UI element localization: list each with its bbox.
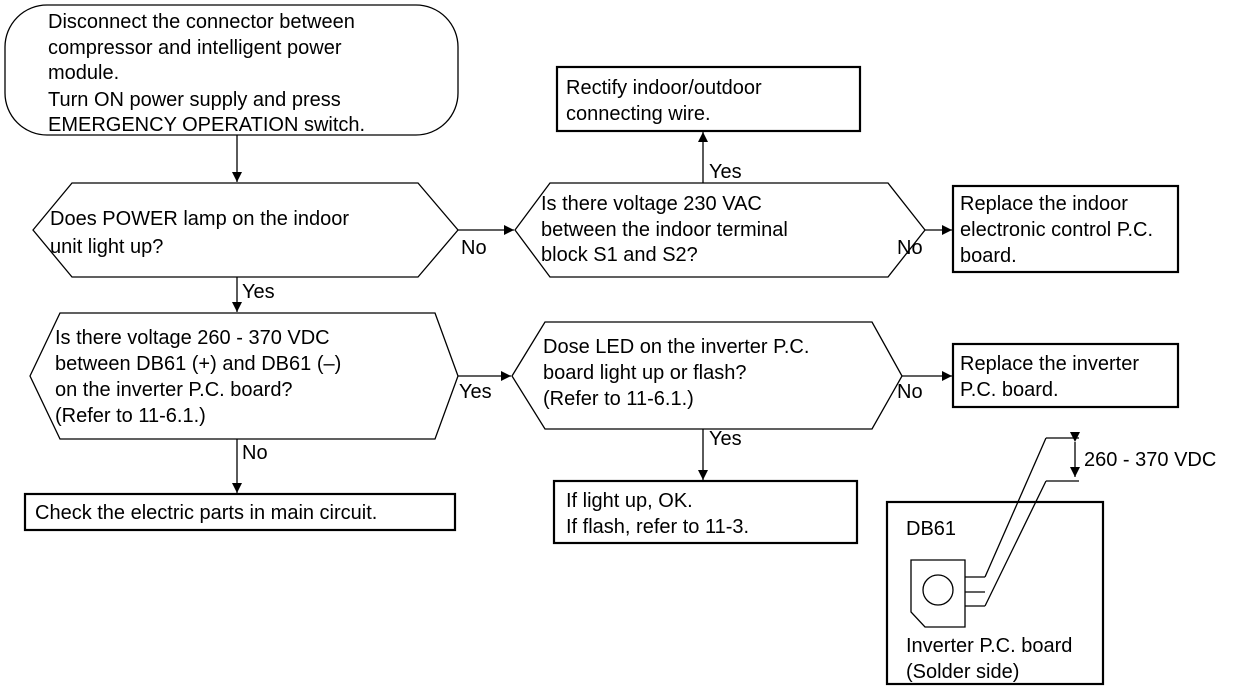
edge-label-yes-1: Yes xyxy=(709,161,742,183)
probe-lead-minus xyxy=(984,480,1047,607)
db61-hole xyxy=(922,574,954,606)
edge-label-yes-3: Yes xyxy=(459,381,492,403)
edge-label-no-3: No xyxy=(897,381,923,403)
action-replace-indoor-pcb: Replace the indoor electronic control P.… xyxy=(951,184,1180,274)
start-line-3: module. xyxy=(48,62,119,84)
voltage-260-line-4: (Refer to 11-6.1.) xyxy=(55,405,206,427)
decision-led: Dose LED on the inverter P.C. board ligh… xyxy=(511,321,903,430)
connectors xyxy=(232,132,952,493)
voltage-260-line-1: Is there voltage 260 - 370 VDC xyxy=(55,327,330,349)
inset-caption-line-2: (Solder side) xyxy=(906,661,1019,683)
edge-label-yes-4: Yes xyxy=(709,428,742,450)
start-step: Disconnect the connector between compres… xyxy=(4,4,459,136)
action-led-result: If light up, OK. If flash, refer to 11-3… xyxy=(552,479,859,545)
edge-label-no-4: No xyxy=(242,442,268,464)
led-line-2: board light up or flash? xyxy=(543,362,746,384)
start-line-5: EMERGENCY OPERATION switch. xyxy=(48,114,365,136)
power-lamp-line-2: unit light up? xyxy=(50,236,163,258)
replace-indoor-line-2: electronic control P.C. xyxy=(960,219,1153,241)
check-main-circuit-text: Check the electric parts in main circuit… xyxy=(35,502,377,524)
replace-inverter-line-1: Replace the inverter xyxy=(960,353,1139,375)
replace-inverter-line-2: P.C. board. xyxy=(960,379,1059,401)
inset-caption-line-1: Inverter P.C. board xyxy=(906,635,1072,657)
voltage-230-line-2: between the indoor terminal xyxy=(541,219,788,241)
led-line-3: (Refer to 11-6.1.) xyxy=(543,388,694,410)
led-line-1: Dose LED on the inverter P.C. xyxy=(543,336,809,358)
power-lamp-line-1: Does POWER lamp on the indoor xyxy=(50,208,349,230)
voltage-230-line-3: block S1 and S2? xyxy=(541,244,698,266)
edge-label-no-1: No xyxy=(461,237,487,259)
decision-voltage-260: Is there voltage 260 - 370 VDC between D… xyxy=(29,312,459,440)
rectify-line-1: Rectify indoor/outdoor xyxy=(566,77,762,99)
edge-label-no-2: No xyxy=(897,237,923,259)
start-line-2: compressor and intelligent power xyxy=(48,37,342,59)
action-rectify-wire: Rectify indoor/outdoor connecting wire. xyxy=(555,65,862,133)
voltage-230-line-1: Is there voltage 230 VAC xyxy=(541,193,762,215)
start-line-1: Disconnect the connector between xyxy=(48,11,355,33)
led-result-line-1: If light up, OK. xyxy=(566,490,693,512)
voltage-260-line-2: between DB61 (+) and DB61 (–) xyxy=(55,353,341,375)
action-replace-inverter-pcb: Replace the inverter P.C. board. xyxy=(951,342,1180,409)
probe-lead-plus xyxy=(984,437,1047,578)
inset-component-label: DB61 xyxy=(906,518,956,540)
inset-voltage-label: 260 - 370 VDC xyxy=(1084,449,1216,471)
voltage-260-line-3: on the inverter P.C. board? xyxy=(55,379,293,401)
replace-indoor-line-1: Replace the indoor xyxy=(960,193,1128,215)
led-result-line-2: If flash, refer to 11-3. xyxy=(566,516,749,538)
decision-voltage-230: Is there voltage 230 VAC between the ind… xyxy=(514,182,926,278)
rectify-line-2: connecting wire. xyxy=(566,103,711,125)
decision-power-lamp: Does POWER lamp on the indoor unit light… xyxy=(32,182,459,278)
start-line-4: Turn ON power supply and press xyxy=(48,89,341,111)
edge-label-yes-2: Yes xyxy=(242,281,275,303)
edge-labels: Yes No No Yes Yes No No Yes xyxy=(242,161,923,464)
action-check-main-circuit: Check the electric parts in main circuit… xyxy=(23,492,457,532)
inset-db61-diagram: DB61 260 - 370 VDC Inverter P.C. board (… xyxy=(885,432,1216,686)
replace-indoor-line-3: board. xyxy=(960,245,1017,267)
